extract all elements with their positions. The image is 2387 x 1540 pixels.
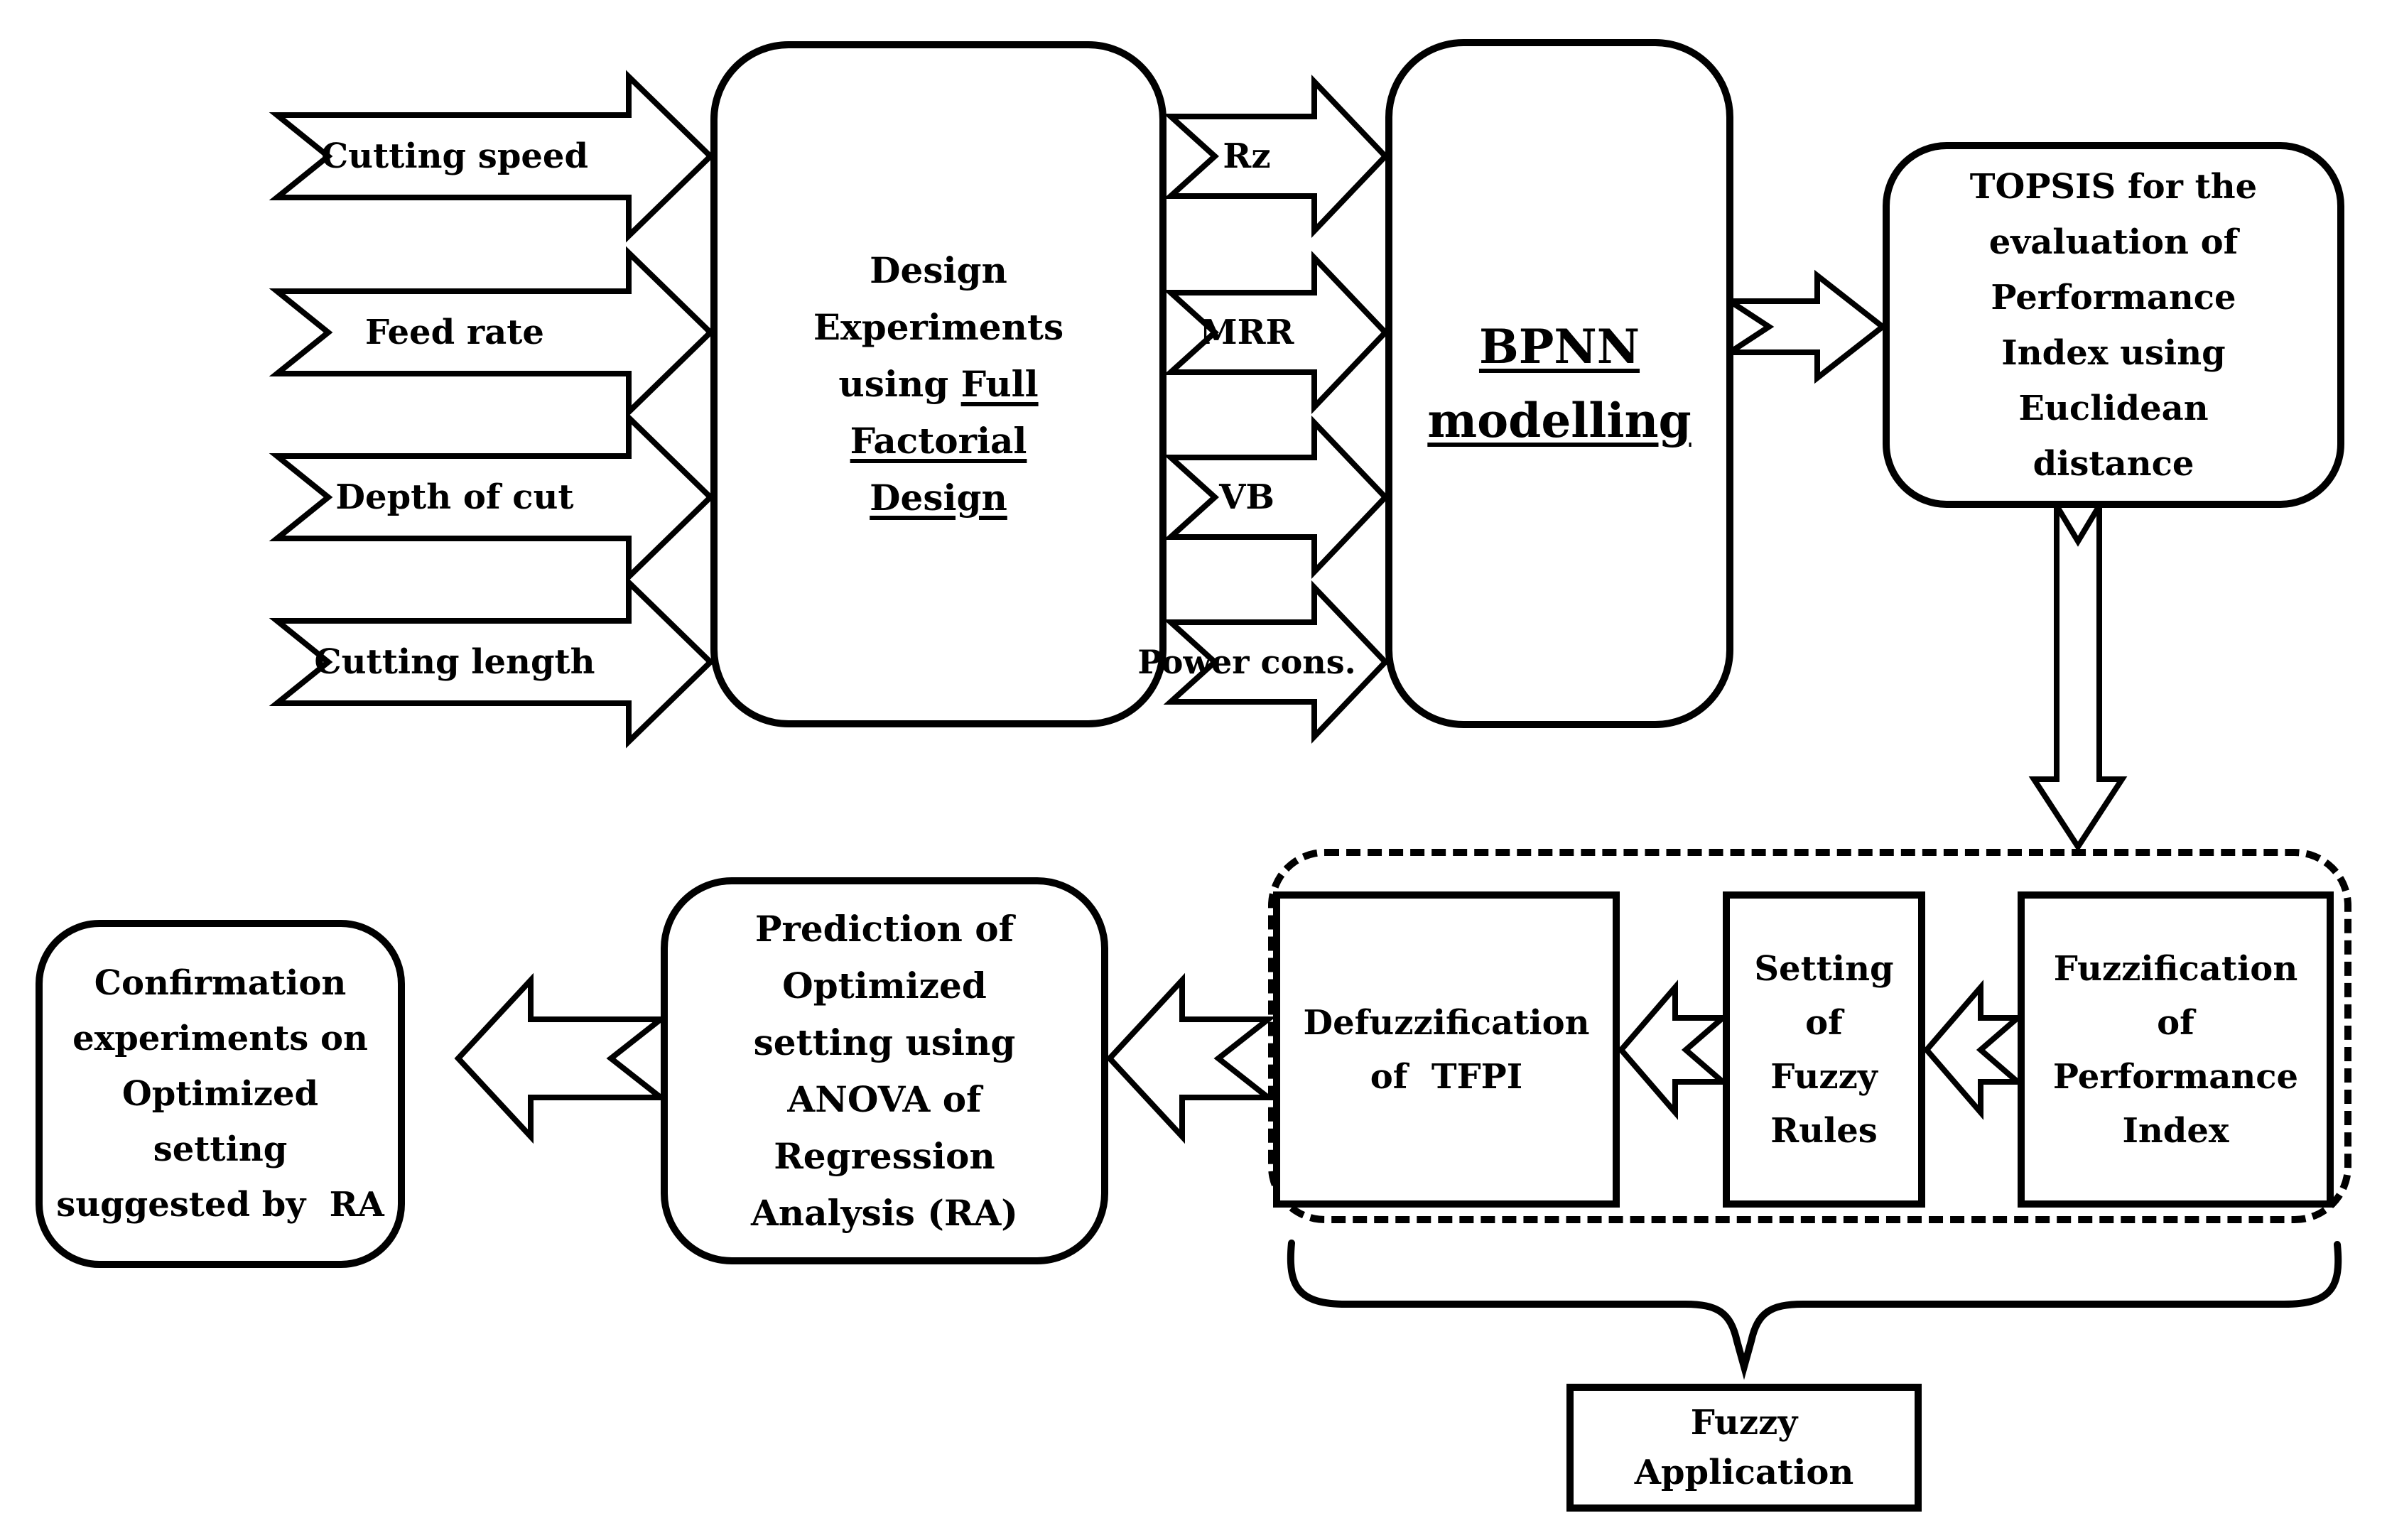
arrow-prediction-to-confirmation xyxy=(454,972,669,1144)
output-label-vb: VB xyxy=(1219,477,1274,517)
design-text: Design Experiments using xyxy=(813,249,1064,405)
output-label-mrr: MRR xyxy=(1199,313,1294,352)
input-label-depth-of-cut: Depth of cut xyxy=(335,477,574,517)
bpnn-label: BPNN modelling xyxy=(1427,319,1692,448)
fuzzy-application-label: Fuzzy Application xyxy=(1634,1403,1854,1492)
prediction-label: Prediction of Optimized setting using AN… xyxy=(751,907,1018,1234)
setting-label: Setting of Fuzzy Rules xyxy=(1754,948,1894,1151)
setting-box: Setting of Fuzzy Rules xyxy=(1723,891,1925,1208)
input-label-cutting-speed: Cutting speed xyxy=(320,136,589,176)
arrow-bpnn-to-topsis xyxy=(1720,269,1888,384)
input-label-feed-rate: Feed rate xyxy=(365,313,544,352)
confirmation-box: Confirmation experiments on Optimized se… xyxy=(36,920,405,1268)
confirmation-label: Confirmation experiments on Optimized se… xyxy=(56,963,384,1225)
fuzzy-dashed-container xyxy=(1268,849,2351,1223)
input-arrow-cutting-speed xyxy=(269,70,715,243)
topsis-box: TOPSIS for the evaluation of Performance… xyxy=(1883,142,2344,508)
fuzzification-label: Fuzzification of Performance Index xyxy=(2052,948,2299,1151)
design-experiments-box: Design Experiments using Full Factorial … xyxy=(710,41,1167,727)
design-experiments-label: Design Experiments using Full Factorial … xyxy=(800,242,1077,526)
arrow-fuzzification-to-setting xyxy=(1922,980,2025,1120)
arrow-topsis-down xyxy=(2028,495,2128,852)
fuzzification-box: Fuzzification of Performance Index xyxy=(2018,891,2334,1208)
defuzzification-box: Defuzzification of TFPI xyxy=(1273,891,1620,1208)
output-label-rz: Rz xyxy=(1223,136,1271,176)
output-arrow-vb xyxy=(1163,416,1390,579)
prediction-box: Prediction of Optimized setting using AN… xyxy=(661,877,1108,1264)
input-arrow-cutting-length xyxy=(269,575,715,749)
fuzzy-application-brace xyxy=(1287,1240,2342,1380)
fuzzy-application-box: Fuzzy Application xyxy=(1566,1384,1922,1512)
bpnn-box: BPNN modelling xyxy=(1385,39,1733,728)
input-arrow-feed-rate xyxy=(269,246,715,419)
topsis-label: TOPSIS for the evaluation of Performance… xyxy=(1969,166,2258,484)
arrow-fuzzy-to-prediction xyxy=(1105,972,1277,1144)
output-label-power-cons: Power cons. xyxy=(1137,643,1356,681)
input-arrow-depth-of-cut xyxy=(269,411,715,584)
defuzzification-label: Defuzzification of TFPI xyxy=(1303,1002,1590,1097)
design-underlined-text: Full Factorial Design xyxy=(850,363,1039,519)
input-label-cutting-length: Cutting length xyxy=(314,642,595,682)
arrow-setting-to-defuzzification xyxy=(1617,980,1731,1120)
output-arrow-mrr xyxy=(1163,251,1390,414)
output-arrow-rz xyxy=(1163,75,1390,238)
output-arrow-power-cons xyxy=(1163,580,1390,744)
